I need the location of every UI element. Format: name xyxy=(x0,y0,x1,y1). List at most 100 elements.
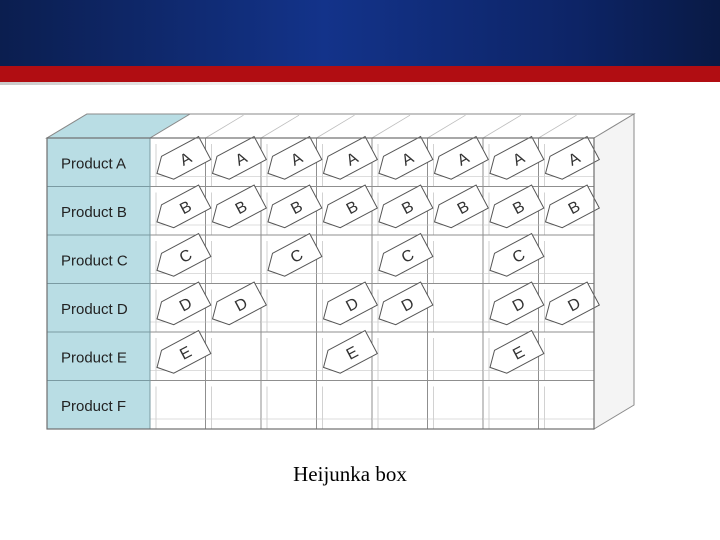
kanban-card: B xyxy=(211,184,267,229)
slot-cell xyxy=(371,331,428,381)
kanban-card: B xyxy=(433,184,489,229)
kanban-card: B xyxy=(267,184,323,229)
label-background xyxy=(46,234,151,284)
kanban-card: B xyxy=(544,184,600,229)
card-shape xyxy=(267,232,323,277)
slot-cell xyxy=(205,380,262,430)
top-divider xyxy=(205,114,244,139)
card-shape xyxy=(322,329,378,374)
slot-cell xyxy=(427,283,484,333)
kanban-card: D xyxy=(156,281,212,326)
card-shape xyxy=(378,232,434,277)
card-shape xyxy=(489,184,545,229)
card-shape xyxy=(156,184,212,229)
slot-cell xyxy=(482,380,539,430)
product-label-cell: Product C xyxy=(46,234,151,284)
diagram-caption: Heijunka box xyxy=(293,462,407,486)
card-shape xyxy=(322,135,378,180)
product-label: Product C xyxy=(61,252,128,269)
product-label-cell: Product B xyxy=(46,186,151,236)
kanban-card: D xyxy=(211,281,267,326)
card-shape xyxy=(211,184,267,229)
kanban-card: A xyxy=(544,135,600,180)
kanban-card: E xyxy=(156,329,212,374)
top-divider xyxy=(538,114,577,139)
header-band xyxy=(0,0,720,66)
product-label: Product A xyxy=(61,155,126,172)
label-background xyxy=(46,137,151,187)
card-shape xyxy=(489,329,545,374)
slot-cell xyxy=(260,331,317,381)
card-shape xyxy=(156,232,212,277)
kanban-card: E xyxy=(322,329,378,374)
top-divider xyxy=(371,114,411,139)
card-shape xyxy=(322,281,378,326)
card-shape xyxy=(489,135,545,180)
card-shape xyxy=(489,281,545,326)
kanban-card: D xyxy=(322,281,378,326)
header-divider xyxy=(0,82,720,85)
product-label-cell: Product D xyxy=(46,283,151,333)
header-red-stripe xyxy=(0,66,720,82)
label-background xyxy=(46,331,151,381)
card-shape xyxy=(378,281,434,326)
slot-cell xyxy=(260,380,317,430)
label-background xyxy=(46,380,151,430)
kanban-card: B xyxy=(489,184,545,229)
card-shape xyxy=(156,135,212,180)
box-side-face xyxy=(593,113,635,430)
card-shape xyxy=(433,184,489,229)
card-shape xyxy=(433,135,489,180)
slot-cell xyxy=(316,380,373,430)
product-label-cell: Product F xyxy=(46,380,151,430)
card-shape xyxy=(378,184,434,229)
kanban-card: A xyxy=(211,135,267,180)
kanban-card: D xyxy=(489,281,545,326)
card-shape xyxy=(156,281,212,326)
kanban-card: A xyxy=(489,135,545,180)
card-shape xyxy=(211,281,267,326)
kanban-card: B xyxy=(378,184,434,229)
slot-cell xyxy=(205,331,262,381)
card-shape xyxy=(322,184,378,229)
product-label: Product F xyxy=(61,398,126,415)
kanban-card: C xyxy=(489,232,545,277)
kanban-card: B xyxy=(322,184,378,229)
kanban-card: A xyxy=(378,135,434,180)
top-divider xyxy=(260,114,300,139)
card-shape xyxy=(156,329,212,374)
card-shape xyxy=(489,232,545,277)
kanban-card: C xyxy=(156,232,212,277)
slot-cell xyxy=(427,331,484,381)
top-divider xyxy=(482,114,522,139)
box-outline xyxy=(46,137,595,430)
kanban-card: A xyxy=(267,135,323,180)
kanban-card: A xyxy=(322,135,378,180)
kanban-card: C xyxy=(378,232,434,277)
slot-cell xyxy=(427,380,484,430)
slot-cell xyxy=(538,380,595,430)
cell-grid xyxy=(149,137,595,430)
card-shape xyxy=(544,281,600,326)
top-divider xyxy=(316,114,355,139)
slot-cell xyxy=(538,234,595,284)
kanban-card: D xyxy=(378,281,434,326)
slot-cell xyxy=(205,234,262,284)
slot-cell xyxy=(538,331,595,381)
card-shape xyxy=(267,184,323,229)
kanban-card: A xyxy=(433,135,489,180)
card-shape xyxy=(544,135,600,180)
slot-cell xyxy=(427,234,484,284)
product-label: Product E xyxy=(61,349,127,366)
kanban-card: B xyxy=(156,184,212,229)
product-label-cell: Product A xyxy=(46,137,151,187)
kanban-card: A xyxy=(156,135,212,180)
slot-cell xyxy=(260,283,317,333)
slot-cell xyxy=(316,234,373,284)
card-shape xyxy=(211,135,267,180)
card-shape xyxy=(267,135,323,180)
card-shape xyxy=(544,184,600,229)
slot-cell xyxy=(149,380,206,430)
